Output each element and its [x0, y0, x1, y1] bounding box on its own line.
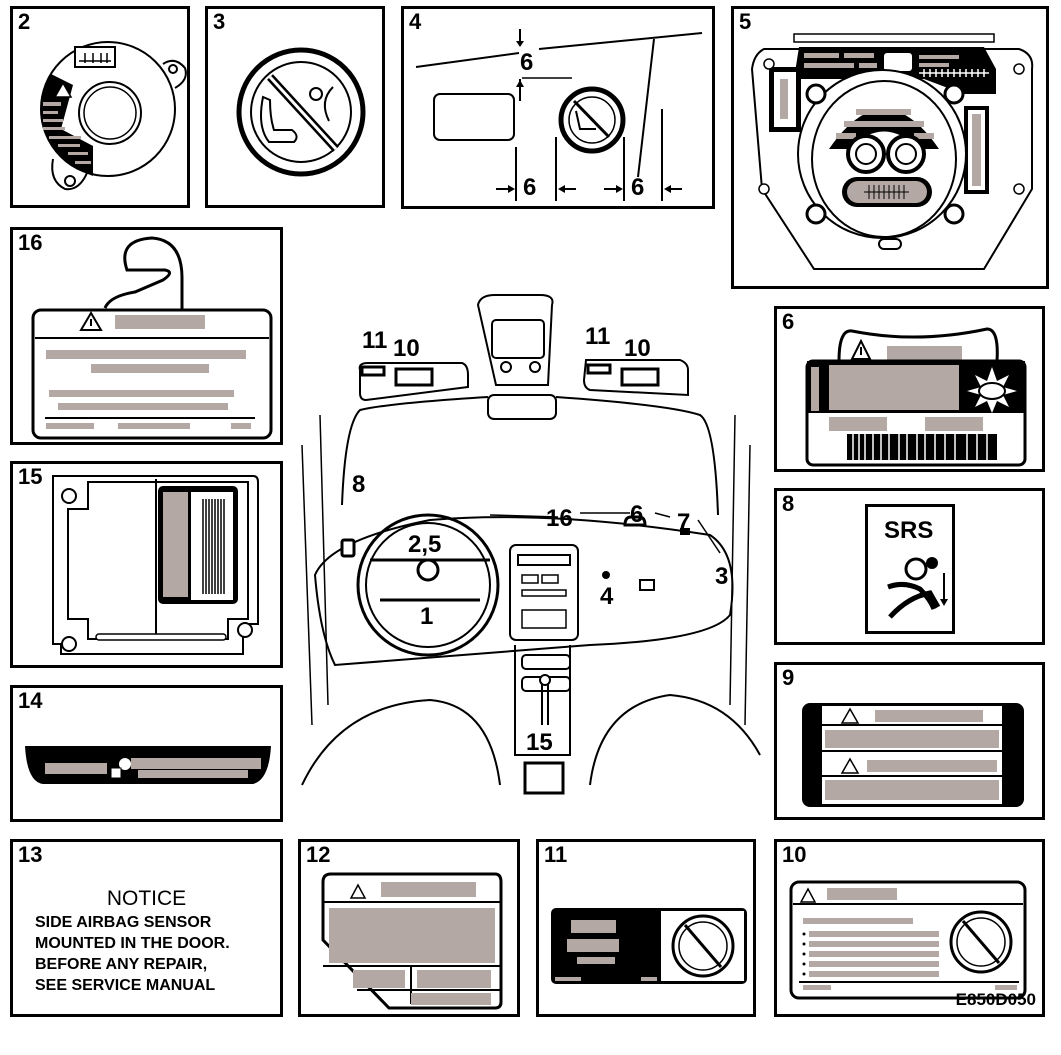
callout-10-right: 10: [624, 335, 651, 362]
callout-6: 6: [630, 501, 644, 528]
panel-number: 10: [782, 842, 807, 867]
panel-14: 14: [10, 685, 283, 822]
panel-number: 2: [18, 9, 31, 34]
clock-spring-illustration: [40, 41, 187, 191]
hanging-tag-illustration: [31, 236, 273, 440]
seat-label-illustration: [25, 746, 271, 784]
control-module-illustration: [52, 475, 259, 655]
interior-line-art: [301, 294, 761, 795]
panel-number: 13: [18, 842, 43, 867]
visor-warning-label-illustration: [789, 880, 1027, 1000]
vehicle-interior-illustration: 11 10 11 10 8 2,5 1 16 6 7 3 4 15: [290, 285, 770, 800]
callout-16: 16: [546, 505, 573, 532]
panel-number: 6: [782, 309, 795, 334]
panel-4: 4 6 6 6: [401, 6, 715, 209]
notice-line: BEFORE ANY REPAIR,: [35, 956, 208, 973]
panel-5: 5: [731, 6, 1049, 289]
panel-number: 4: [409, 9, 422, 34]
notice-line: SEE SERVICE MANUAL: [35, 977, 216, 994]
reference-code: E850D050: [955, 990, 1036, 1009]
callout-3: 3: [715, 563, 729, 590]
dimension-top: 6: [520, 49, 534, 76]
notice-line: SIDE AIRBAG SENSOR: [35, 914, 212, 931]
dual-warning-label-illustration: [802, 703, 1024, 807]
placement-dimension-diagram: [415, 29, 703, 201]
panel-13: 13 NOTICE SIDE AIRBAG SENSOR MOUNTED IN …: [10, 839, 283, 1017]
srs-text: SRS: [884, 517, 934, 544]
panel-number: 8: [782, 491, 795, 516]
panel-number: 16: [18, 230, 43, 255]
panel-number: 9: [782, 665, 795, 690]
panel-16: 16: [10, 227, 283, 445]
visor-small-label-illustration: [551, 908, 747, 984]
panel-8: 8 SRS: [774, 488, 1045, 645]
panel-number: 12: [306, 842, 331, 867]
panel-15: 15: [10, 461, 283, 668]
callout-1: 1: [420, 603, 434, 630]
callout-11-right: 11: [585, 323, 611, 350]
dimension-right: 6: [631, 174, 645, 201]
panel-2: 2: [10, 6, 190, 208]
panel-number: 11: [544, 842, 568, 867]
srs-label: SRS: [865, 504, 955, 634]
panel-number: 5: [739, 9, 752, 34]
panel-6: 6: [774, 306, 1045, 472]
callout-7: 7: [677, 509, 691, 536]
panel-12: 12: [298, 839, 520, 1017]
steering-airbag-module-illustration: [750, 33, 1034, 270]
passenger-airbag-label-illustration: [805, 327, 1027, 467]
panel-10: 10 E850D050: [774, 839, 1045, 1017]
panel-11: 11: [536, 839, 756, 1017]
callout-10-left: 10: [393, 335, 420, 362]
callout-15: 15: [526, 729, 553, 756]
panel-number: 15: [18, 464, 43, 489]
no-child-seat-icon: [236, 47, 366, 177]
barcode: [847, 434, 997, 460]
callout-8: 8: [352, 471, 366, 498]
corner-cut-label-illustration: [321, 872, 503, 1010]
callout-2-5: 2,5: [408, 531, 442, 558]
notice-body: SIDE AIRBAG SENSOR MOUNTED IN THE DOOR. …: [35, 912, 230, 996]
panel-9: 9: [774, 662, 1045, 820]
notice-title: NOTICE: [106, 887, 187, 910]
callout-11-left: 11: [362, 327, 388, 354]
airbag-occupant-icon: [887, 557, 948, 619]
panel-3: 3: [205, 6, 385, 208]
panel-number: 3: [213, 9, 226, 34]
notice-line: MOUNTED IN THE DOOR.: [35, 935, 230, 952]
callout-4: 4: [600, 583, 614, 610]
dimension-left: 6: [523, 174, 537, 201]
panel-number: 14: [18, 688, 43, 713]
